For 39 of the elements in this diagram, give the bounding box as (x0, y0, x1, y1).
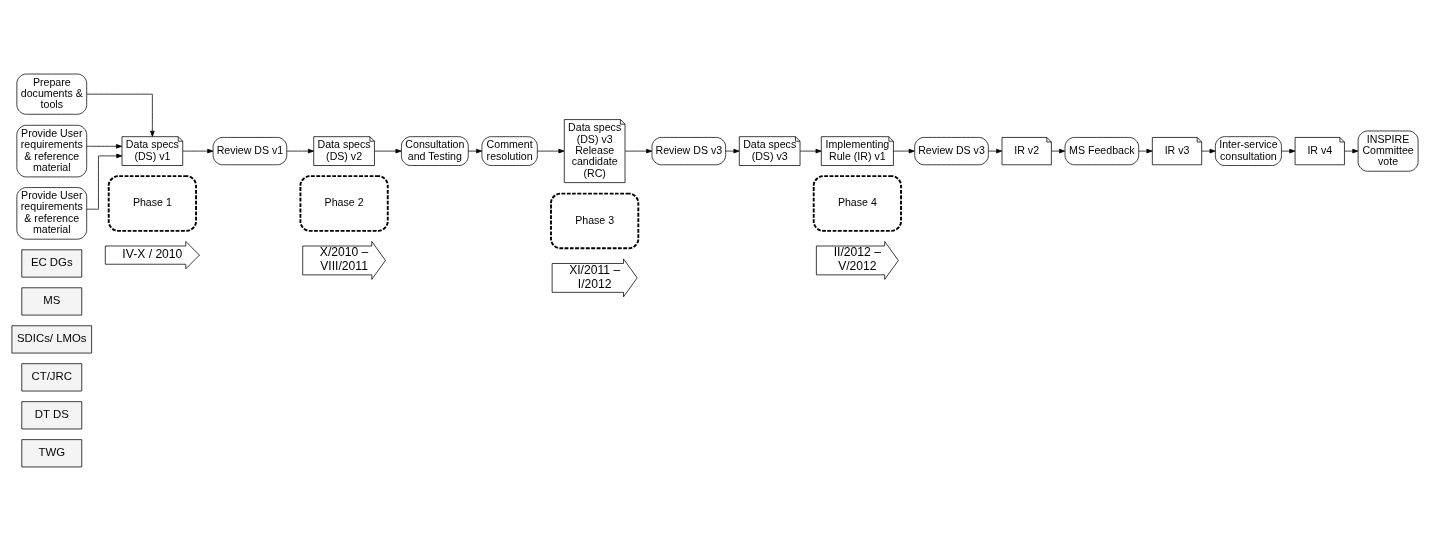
node-box: Phase 2 (299, 175, 389, 232)
arrow (86, 93, 155, 137)
node-box: Review DS v3 (914, 137, 989, 166)
node-box: Phase 4 (812, 175, 902, 232)
node-box: DT DS (21, 401, 83, 430)
node-box: Phase 3 (550, 192, 640, 250)
arrow (86, 153, 123, 210)
arrow (182, 148, 214, 154)
arrow (1138, 148, 1153, 154)
arrow (725, 148, 740, 154)
node-box: INSPIRE Committee vote (1357, 130, 1419, 172)
arrow (1344, 148, 1359, 154)
node-box: EC DGs (21, 249, 83, 278)
arrow (286, 148, 314, 154)
node-box: Provide User requirements & reference material (16, 187, 88, 240)
node-box: MS (21, 287, 83, 316)
node-box: MS Feedback (1064, 137, 1140, 166)
node-box: Provide User requirements & reference material (16, 124, 88, 178)
node-box: Review DS v3 (651, 137, 726, 166)
node-box: Prepare documents & tools (16, 73, 88, 115)
node-box: SDICs/ LMOs (11, 325, 92, 354)
node-box: Comment resolution (481, 136, 538, 166)
arrow (537, 148, 565, 154)
arrow (1281, 148, 1296, 154)
arrow (86, 144, 123, 149)
arrow (374, 148, 402, 154)
node-box: Phase 1 (107, 175, 197, 232)
arrow (1201, 148, 1216, 154)
node-box: TWG (21, 439, 83, 468)
arrow (799, 148, 822, 154)
arrow (1051, 148, 1066, 154)
node-box: Consultation and Testing (401, 136, 469, 166)
arrow (467, 148, 483, 154)
arrow (624, 148, 653, 154)
node-box: Review DS v1 (212, 137, 288, 166)
arrow (988, 148, 1003, 154)
arrow (893, 148, 915, 154)
node-box: Inter-service consultation (1214, 136, 1282, 166)
node-box: CT/JRC (21, 363, 83, 392)
